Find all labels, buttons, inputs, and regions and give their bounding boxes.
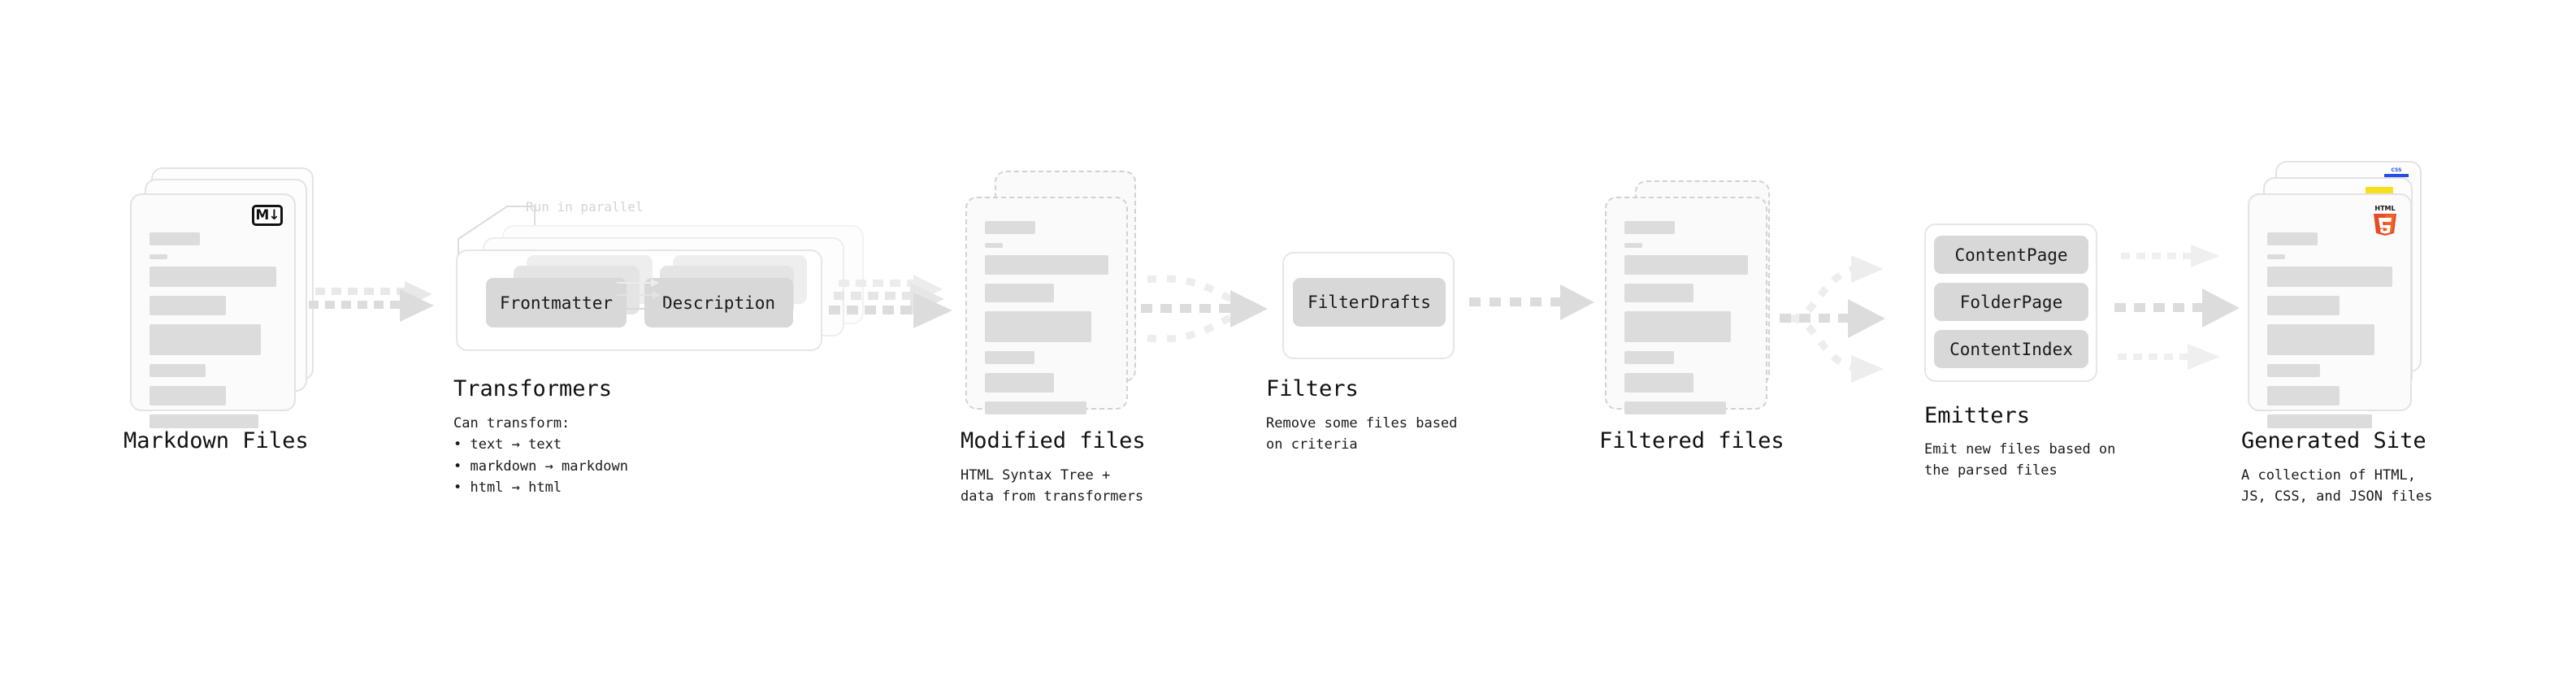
- stage-desc-transformers: Can transform: • text → text • markdown …: [453, 415, 628, 497]
- stage-title-filtered-files: Filtered files: [1599, 428, 1785, 453]
- arrow-modified-to-filters: [1141, 275, 1268, 343]
- filter-chip-filterdrafts[interactable]: FilterDrafts: [1293, 278, 1446, 327]
- site-file-card-front: HTML: [2248, 193, 2412, 428]
- stage-desc-filters: Remove some files based on criteria: [1266, 415, 1458, 453]
- stage-title-generated-site: Generated Site: [2241, 428, 2426, 453]
- css3-badge: CSS: [2384, 168, 2409, 180]
- parallel-bracket: [458, 206, 536, 255]
- markdown-badge: M↓: [252, 205, 283, 226]
- transformer-chip-frontmatter[interactable]: Frontmatter: [486, 278, 627, 327]
- skeleton-bars: [2267, 232, 2392, 437]
- skeleton-bars: [150, 232, 276, 437]
- modified-file-card-front: [965, 197, 1128, 414]
- stage-desc-emitters: Emit new files based on the parsed files: [1924, 441, 2116, 479]
- arrow-transformers-to-modified: [829, 275, 952, 328]
- arrow-emitters-to-site: [2114, 245, 2240, 370]
- filtered-file-card-front: [1605, 197, 1767, 414]
- emitter-chip-folderpage[interactable]: FolderPage: [1934, 283, 2088, 321]
- emitter-chip-contentpage[interactable]: ContentPage: [1934, 236, 2088, 274]
- stage-desc-generated-site: A collection of HTML, JS, CSS, and JSON …: [2241, 467, 2433, 505]
- skeleton-bars: [1624, 221, 1748, 423]
- arrow-filters-to-filtered: [1469, 284, 1594, 320]
- emitter-chip-contentindex[interactable]: ContentIndex: [1934, 330, 2088, 368]
- stage-title-transformers: Transformers: [453, 376, 613, 401]
- stage-desc-modified-files: HTML Syntax Tree + data from transformer…: [961, 467, 1144, 505]
- svg-text:HTML: HTML: [2374, 205, 2395, 212]
- stage-title-markdown-files: Markdown Files: [124, 428, 309, 453]
- stage-title-filters: Filters: [1266, 376, 1359, 401]
- stage-title-modified-files: Modified files: [961, 428, 1146, 453]
- transformer-inner-arrows: [617, 279, 667, 314]
- transformer-chip-description[interactable]: Description: [644, 278, 793, 327]
- run-in-parallel-label: Run in parallel: [526, 199, 644, 215]
- markdown-file-card-front: M↓: [130, 193, 296, 428]
- arrow-markdown-to-transformers: [309, 281, 434, 322]
- html5-badge: HTML: [2371, 203, 2399, 236]
- stage-title-emitters: Emitters: [1924, 403, 2031, 428]
- arrow-filtered-to-emitters: [1780, 255, 1885, 383]
- skeleton-bars: [985, 221, 1108, 423]
